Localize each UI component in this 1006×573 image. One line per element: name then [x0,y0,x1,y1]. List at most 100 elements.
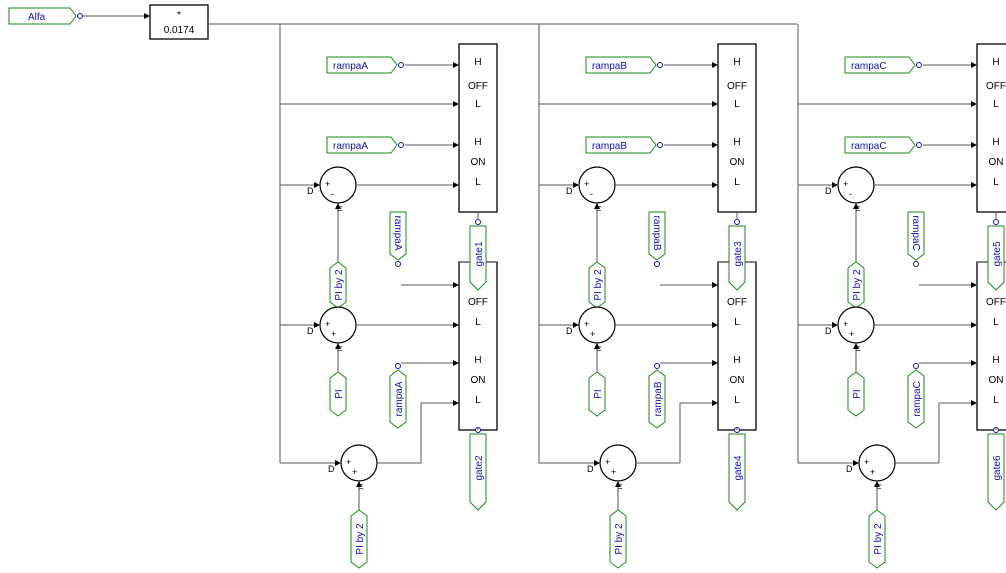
port-label: L [475,317,481,328]
tag-label: PI [334,389,345,398]
sum-label-f: F [876,483,882,493]
ramp-tag-off[interactable]: rampaB [585,56,663,74]
const-tag-pi-by-2[interactable]: PI by 2 [847,261,865,309]
const-tag-pi-by-2[interactable]: PI by 2 [329,261,347,309]
sum-node-2[interactable]: ++DF [825,306,875,355]
gate-tag-bottom[interactable]: gate2 [469,427,487,511]
ramp-tag-lower-off[interactable]: rampaC [907,211,925,267]
gate-tag-bottom[interactable]: gate4 [728,427,746,511]
tag-label: gate6 [992,455,1003,480]
tag-label: rampaA [333,141,368,152]
tag-label: rampaB [651,215,662,250]
sum-label-f: F [617,483,623,493]
sum-sign-left: + [584,319,589,329]
tag-label: PI by 2 [593,269,604,301]
sum-sign-bottom: - [331,189,334,199]
ramp-tag-lower-off[interactable]: rampaA [389,211,407,267]
tag-label: PI [852,389,863,398]
sum-sign-bottom: + [331,329,336,339]
alfa-label: Alfa [28,12,46,23]
port-label: H [733,355,740,366]
tag-label: rampaC [851,61,887,72]
sum-node-1[interactable]: +-DF [566,166,616,215]
tag-label: PI by 2 [852,269,863,301]
tag-label: rampaC [912,381,923,417]
gain-block[interactable]: * 0.0174 [149,4,209,40]
sum-label-d: D [825,326,832,336]
sum-label-d: D [825,186,832,196]
port-label: L [734,317,740,328]
port-label: ON [730,157,745,168]
sum-sign-left: + [605,457,610,467]
const-tag-pi-by-2-bottom[interactable]: PI by 2 [868,509,886,569]
ramp-tag-lower-on[interactable]: rampaB [648,369,666,429]
const-tag-pi-by-2[interactable]: PI by 2 [588,261,606,309]
sum-sign-bottom: + [611,467,616,477]
sum-node-1[interactable]: +-DF [307,166,357,215]
sum-node-3[interactable]: ++ D F [587,444,637,493]
tag-label: rampaC [851,141,887,152]
tag-label: rampaC [910,215,921,251]
port-label: H [992,137,999,148]
const-tag-pi[interactable]: PI [329,371,347,417]
const-tag-pi-by-2-bottom[interactable]: PI by 2 [350,509,368,569]
ramp-tag-off[interactable]: rampaA [326,56,404,74]
const-tag-pi-by-2-bottom[interactable]: PI by 2 [609,509,627,569]
sum-sign-bottom: - [849,189,852,199]
ramp-tag-on[interactable]: rampaC [844,136,922,154]
ramp-tag-lower-off[interactable]: rampaB [648,211,666,267]
sum-label-d: D [846,464,853,474]
ramp-tag-on[interactable]: rampaA [326,136,404,154]
sum-node-2[interactable]: ++ D F [307,306,357,355]
port-label: H [733,57,740,68]
port-label: H [474,57,481,68]
tag-label: PI by 2 [334,269,345,301]
gain-symbol: * [177,10,181,21]
sum-sign-left: + [325,179,330,189]
ramp-tag-off[interactable]: rampaC [844,56,922,74]
gain-value: 0.0174 [164,25,195,36]
tag-label: rampaB [592,141,627,152]
tag-label: gate3 [733,241,744,266]
ramp-tag-lower-on[interactable]: rampaA [389,369,407,429]
sum-sign-left: + [864,457,869,467]
sum-node-1[interactable]: +-DF [825,166,875,215]
sum-node-2[interactable]: ++DF [566,306,616,355]
port-label: L [993,99,999,110]
port-label: L [475,395,481,406]
sum-sign-left: + [325,319,330,329]
alfa-input-tag[interactable]: Alfa [8,7,83,25]
port-label: H [733,137,740,148]
sum-label-f: F [337,205,343,215]
tag-label: rampaA [394,381,405,416]
sum-label-d: D [307,326,314,336]
gate-tag-top[interactable]: gate5 [987,219,1005,291]
sum-sign-bottom: + [590,329,595,339]
const-tag-pi[interactable]: PI [847,371,865,417]
port-label: H [992,355,999,366]
sum-label-d: D [587,464,594,474]
tag-label: PI by 2 [614,523,625,555]
gate-tag-top[interactable]: gate1 [469,219,487,291]
sum-node-3[interactable]: ++DF [328,444,378,493]
ramp-tag-on[interactable]: rampaB [585,136,663,154]
gate-tag-top[interactable]: gate3 [728,219,746,291]
port-label: OFF [727,297,747,308]
tag-label: gate4 [733,455,744,480]
sum-node-3[interactable]: ++DF [846,444,896,493]
const-tag-pi[interactable]: PI [588,371,606,417]
ramp-tag-lower-on[interactable]: rampaC [907,369,925,429]
sum-label-f: F [337,345,343,355]
gate-tag-bottom[interactable]: gate6 [987,427,1005,511]
tag-label: PI [593,389,604,398]
port-label: L [993,177,999,188]
tag-label: rampaB [592,61,627,72]
